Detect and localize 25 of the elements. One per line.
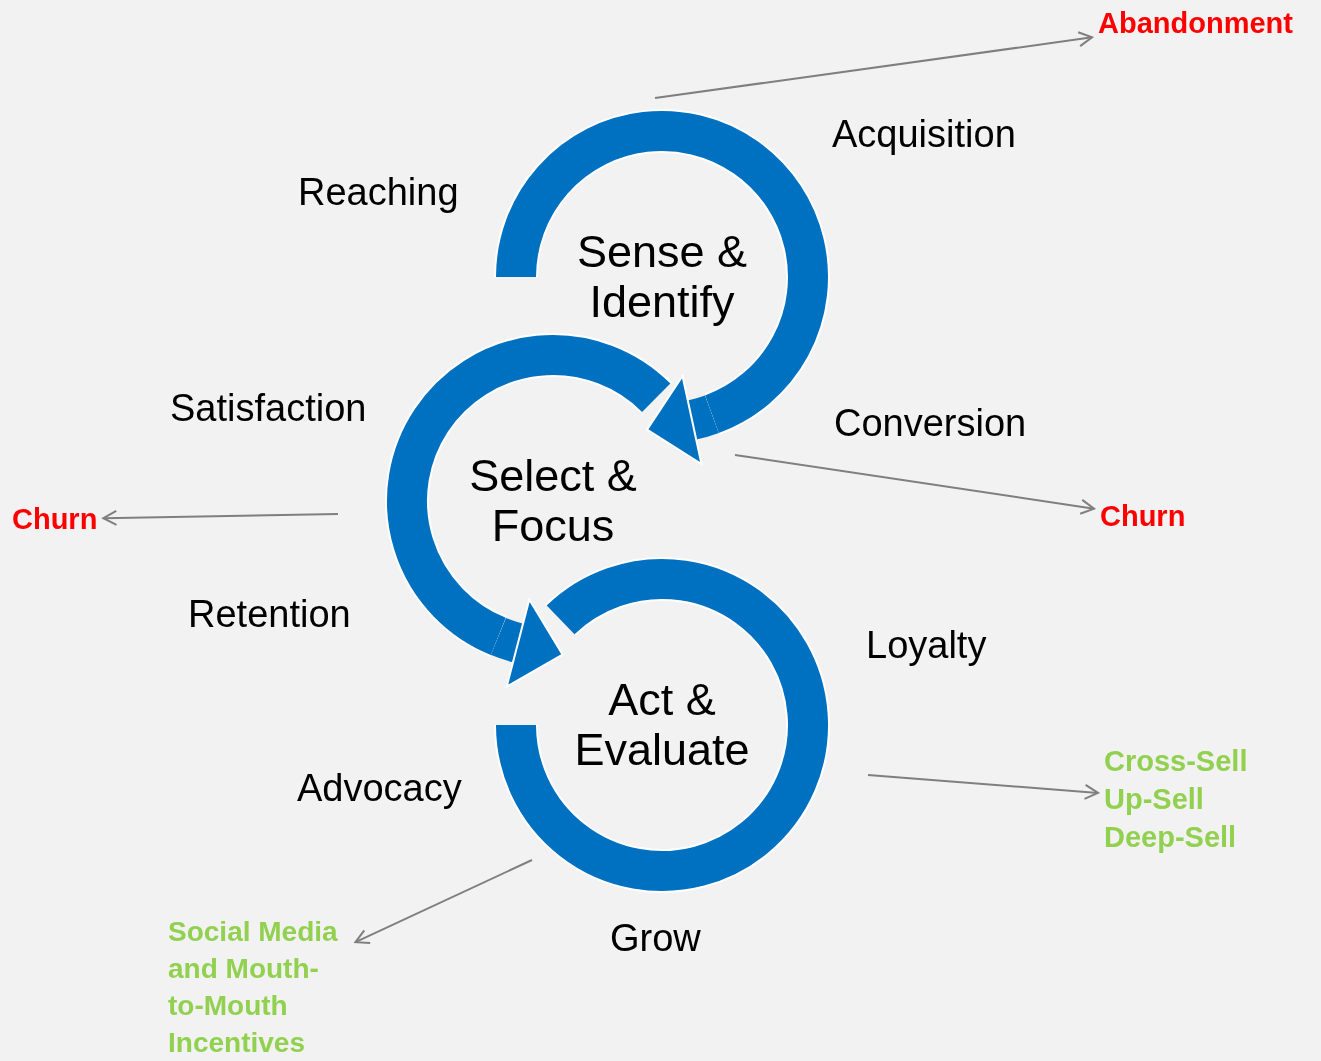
- stage-label: Conversion: [834, 401, 1027, 445]
- outcome-label: Churn: [1100, 499, 1186, 534]
- stage-label: Reaching: [298, 170, 459, 214]
- flow-arrow: [646, 375, 719, 465]
- stage-label: Retention: [188, 592, 351, 636]
- outcome-label: Churn: [12, 502, 98, 537]
- arrow: [654, 31, 1094, 99]
- stage-label: Advocacy: [297, 766, 462, 810]
- stage-title: Select & Focus: [468, 451, 638, 551]
- stage-label: Grow: [610, 916, 701, 960]
- outcome-label: Up-Sell: [1104, 782, 1205, 817]
- outcome-label: Social Media and Mouth-to-Mouth Incentives: [168, 915, 339, 1060]
- stage-label: Loyalty: [866, 623, 987, 667]
- stage-label: Satisfaction: [170, 386, 367, 430]
- arrow: [102, 509, 339, 526]
- arrow: [867, 774, 1099, 800]
- stage-label: Acquisition: [832, 112, 1016, 156]
- stage-title: Sense & Identify: [575, 227, 749, 327]
- flow-arrow: [490, 598, 564, 688]
- stage-title: Act & Evaluate: [573, 675, 751, 775]
- arrow: [734, 454, 1096, 515]
- outcome-label: Deep-Sell: [1104, 820, 1238, 855]
- outcome-label: Abandonment: [1098, 6, 1293, 41]
- arrow: [354, 859, 533, 944]
- outcome-label: Cross-Sell: [1104, 744, 1248, 779]
